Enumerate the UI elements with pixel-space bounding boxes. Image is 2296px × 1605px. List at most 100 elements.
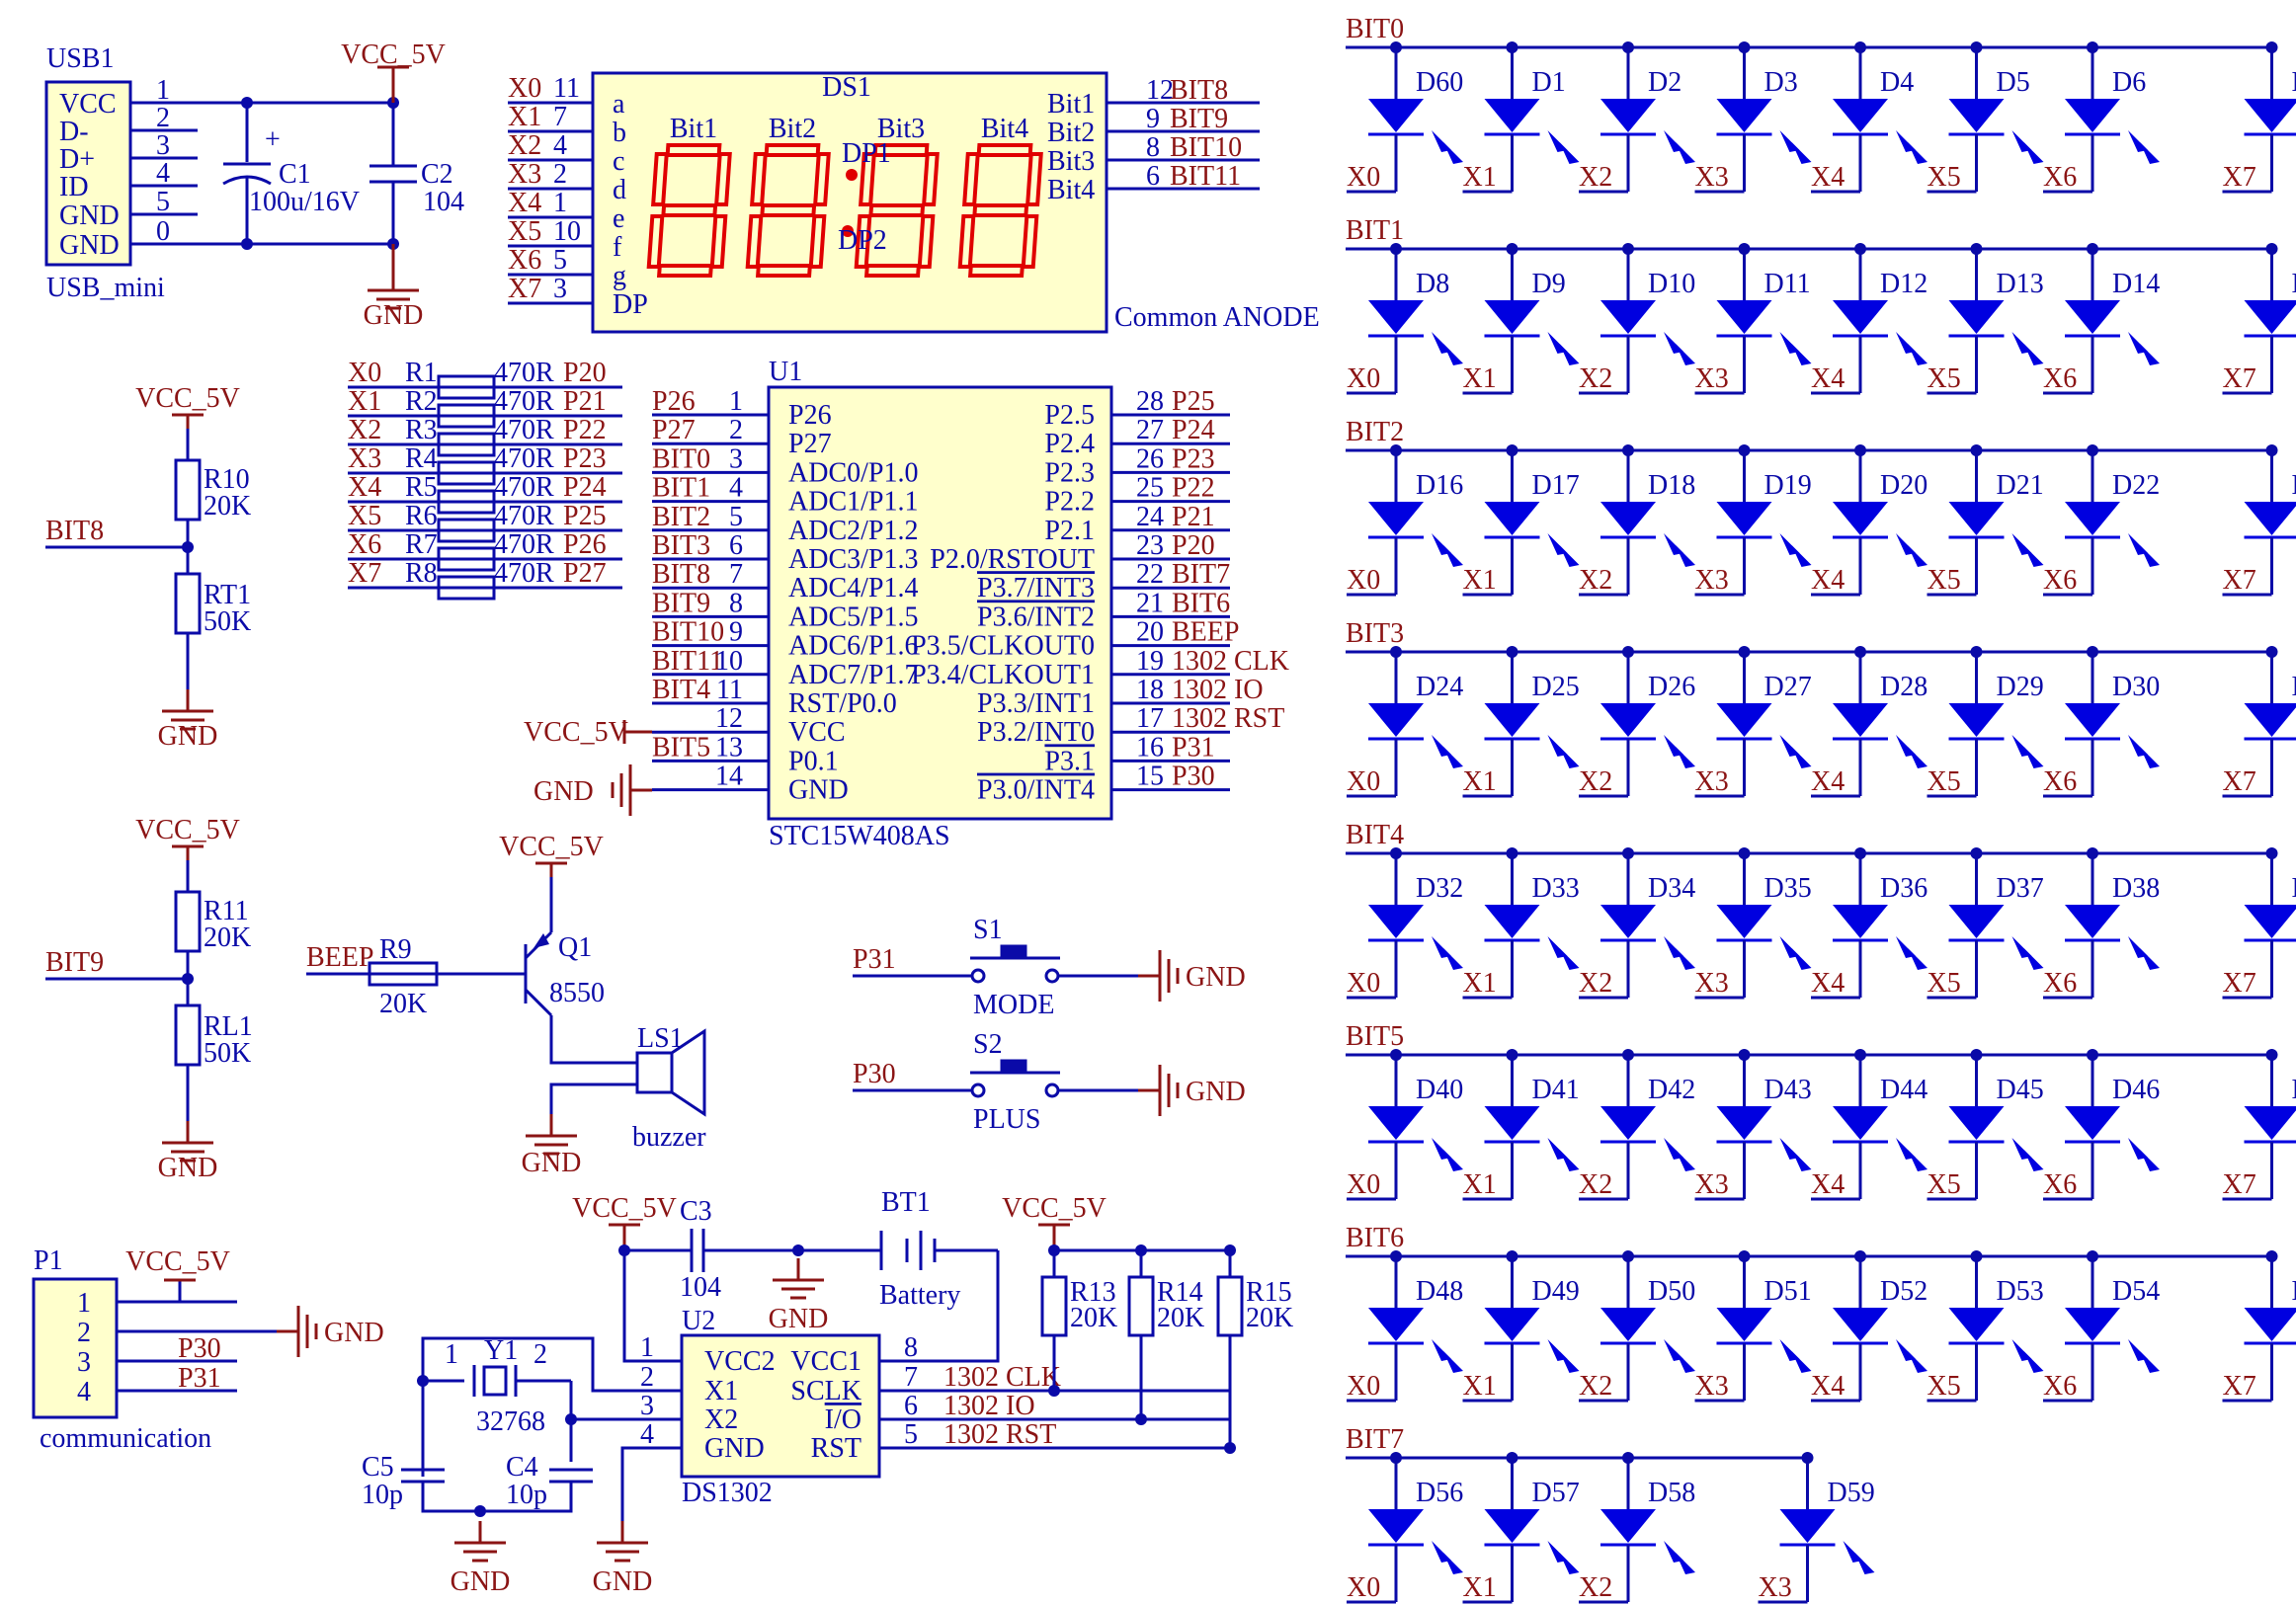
led-ref: D20 bbox=[1880, 470, 1927, 501]
bank-port: P23 bbox=[563, 443, 607, 474]
divider-net: BIT8 bbox=[45, 516, 104, 546]
led-ref: D28 bbox=[1880, 672, 1927, 702]
led-ref: D21 bbox=[1997, 470, 2044, 501]
led-col-net: X3 bbox=[1759, 1572, 1792, 1603]
segment bbox=[922, 152, 940, 206]
led-symbol bbox=[1368, 1308, 1424, 1341]
u1-left-net: P26 bbox=[652, 386, 696, 417]
led-col-net: X3 bbox=[1695, 565, 1729, 596]
pullup-resistor bbox=[1040, 1275, 1068, 1337]
u1-right-pin-number: 15 bbox=[1136, 762, 1164, 792]
u2-net: 1302 CLK bbox=[943, 1362, 1061, 1393]
u2-left-pin-name: VCC2 bbox=[704, 1346, 776, 1377]
led-col-net: X7 bbox=[2223, 363, 2256, 394]
led-col-net: X0 bbox=[1347, 1371, 1380, 1402]
u2-right-pin-number: 5 bbox=[904, 1419, 918, 1450]
ds1-seg-net: X4 bbox=[508, 188, 541, 218]
segment bbox=[709, 214, 728, 269]
led-col-net: X3 bbox=[1695, 363, 1729, 394]
bank-net: X0 bbox=[348, 358, 381, 388]
led-light-arrow bbox=[1791, 545, 1812, 567]
u1-body bbox=[767, 385, 1113, 821]
ds1-seg-net: X0 bbox=[508, 73, 541, 104]
junction-dot bbox=[1224, 1442, 1236, 1454]
divider-r-bot-ref: RL1 bbox=[204, 1011, 253, 1042]
u1-left-pin-name: ADC2/P1.2 bbox=[788, 516, 918, 546]
u1-right-pin-number: 17 bbox=[1136, 703, 1164, 734]
led-col-net: X7 bbox=[2223, 162, 2256, 193]
bank-ref: R6 bbox=[405, 501, 438, 531]
led-symbol bbox=[1716, 502, 1772, 535]
bank-value: 470R bbox=[494, 529, 554, 560]
u1-left-net: BIT4 bbox=[652, 675, 710, 705]
u2-body bbox=[680, 1333, 881, 1479]
c4-value: 10p bbox=[506, 1480, 547, 1510]
led-ref: D11 bbox=[1764, 269, 1811, 299]
led-light-arrow bbox=[1791, 142, 1812, 164]
c5-ref: C5 bbox=[362, 1452, 394, 1483]
led-col-net: X3 bbox=[1695, 1169, 1729, 1200]
led-symbol bbox=[1600, 905, 1656, 938]
ds1-seg-name: b bbox=[613, 118, 626, 148]
divider-vcc-label: VCC_5V bbox=[135, 815, 240, 845]
led-light-arrow bbox=[1676, 948, 1695, 970]
u1-right-pin-number: 16 bbox=[1136, 732, 1164, 762]
led-symbol bbox=[2244, 703, 2296, 737]
led-col-net: X5 bbox=[1927, 1371, 1961, 1402]
led-symbol bbox=[1484, 1509, 1540, 1543]
ds1-digit-label: Bit1 bbox=[670, 114, 717, 144]
bank-net: X1 bbox=[348, 386, 381, 417]
led-ref: D6 bbox=[2112, 67, 2146, 98]
led-light-arrow bbox=[2023, 545, 2044, 567]
led-col-net: X6 bbox=[2043, 766, 2077, 797]
u1-left-pin-name: ADC6/P1.6 bbox=[788, 631, 918, 662]
y1-pin: 2 bbox=[533, 1339, 547, 1370]
u2-left-pin-number: 4 bbox=[640, 1419, 654, 1450]
u1-right-net: P20 bbox=[1172, 530, 1215, 561]
q1-wire bbox=[549, 1015, 637, 1065]
led-symbol bbox=[2065, 300, 2120, 334]
led-row-bit: BIT2 bbox=[1346, 417, 1404, 447]
u1-left-pin-name: VCC bbox=[788, 717, 846, 748]
led-light-arrow bbox=[1559, 1553, 1580, 1574]
led-light-arrow bbox=[2023, 1150, 2044, 1171]
led-ref: D55 bbox=[2292, 1276, 2296, 1307]
led-light-arrow bbox=[1559, 142, 1580, 164]
led-symbol bbox=[1833, 905, 1888, 938]
led-ref: D50 bbox=[1648, 1276, 1695, 1307]
bank-ref: R1 bbox=[405, 358, 438, 388]
u1-left-pin-number: 10 bbox=[715, 646, 743, 677]
led-symbol bbox=[1833, 703, 1888, 737]
led-light-arrow bbox=[1908, 545, 1927, 567]
led-symbol bbox=[1833, 1106, 1888, 1140]
led-ref: D13 bbox=[1997, 269, 2044, 299]
switch-label: MODE bbox=[973, 990, 1054, 1020]
u1-left-net: BIT11 bbox=[652, 646, 723, 677]
u1-left-pin-number: 4 bbox=[729, 473, 743, 504]
u1-left-pin-name: P0.1 bbox=[788, 746, 839, 776]
led-col-net: X6 bbox=[2043, 363, 2077, 394]
led-ref: D59 bbox=[1828, 1478, 1875, 1508]
seven-segment-digit bbox=[957, 143, 1043, 278]
usb-ref: USB1 bbox=[46, 43, 114, 74]
led-col-net: X6 bbox=[2043, 565, 2077, 596]
usb-pin-name: GND bbox=[59, 201, 120, 231]
c2-ref: C2 bbox=[421, 159, 453, 190]
divider-r-bot bbox=[174, 1003, 202, 1067]
u2-part: DS1302 bbox=[682, 1478, 773, 1508]
led-ref: D60 bbox=[1416, 67, 1463, 98]
divider-r-bot-value: 50K bbox=[204, 1038, 251, 1069]
led-light-arrow bbox=[2140, 948, 2160, 970]
u1-right-pin-name: P3.0/INT4 bbox=[977, 775, 1095, 806]
u1-left-pin-name: ADC0/P1.0 bbox=[788, 457, 918, 488]
led-col-net: X5 bbox=[1927, 968, 1961, 999]
led-symbol bbox=[1484, 99, 1540, 132]
u1-right-pin-name: P3.4/CLKOUT1 bbox=[911, 660, 1095, 690]
xtal-gnd-wire bbox=[421, 1482, 573, 1513]
u1-right-net: BIT7 bbox=[1172, 559, 1230, 590]
led-ref: D40 bbox=[1416, 1075, 1463, 1105]
led-light-arrow bbox=[1559, 344, 1580, 365]
led-col-net: X0 bbox=[1347, 1572, 1380, 1603]
led-light-arrow bbox=[1559, 1351, 1580, 1373]
divider-gnd-label: GND bbox=[158, 1153, 218, 1183]
